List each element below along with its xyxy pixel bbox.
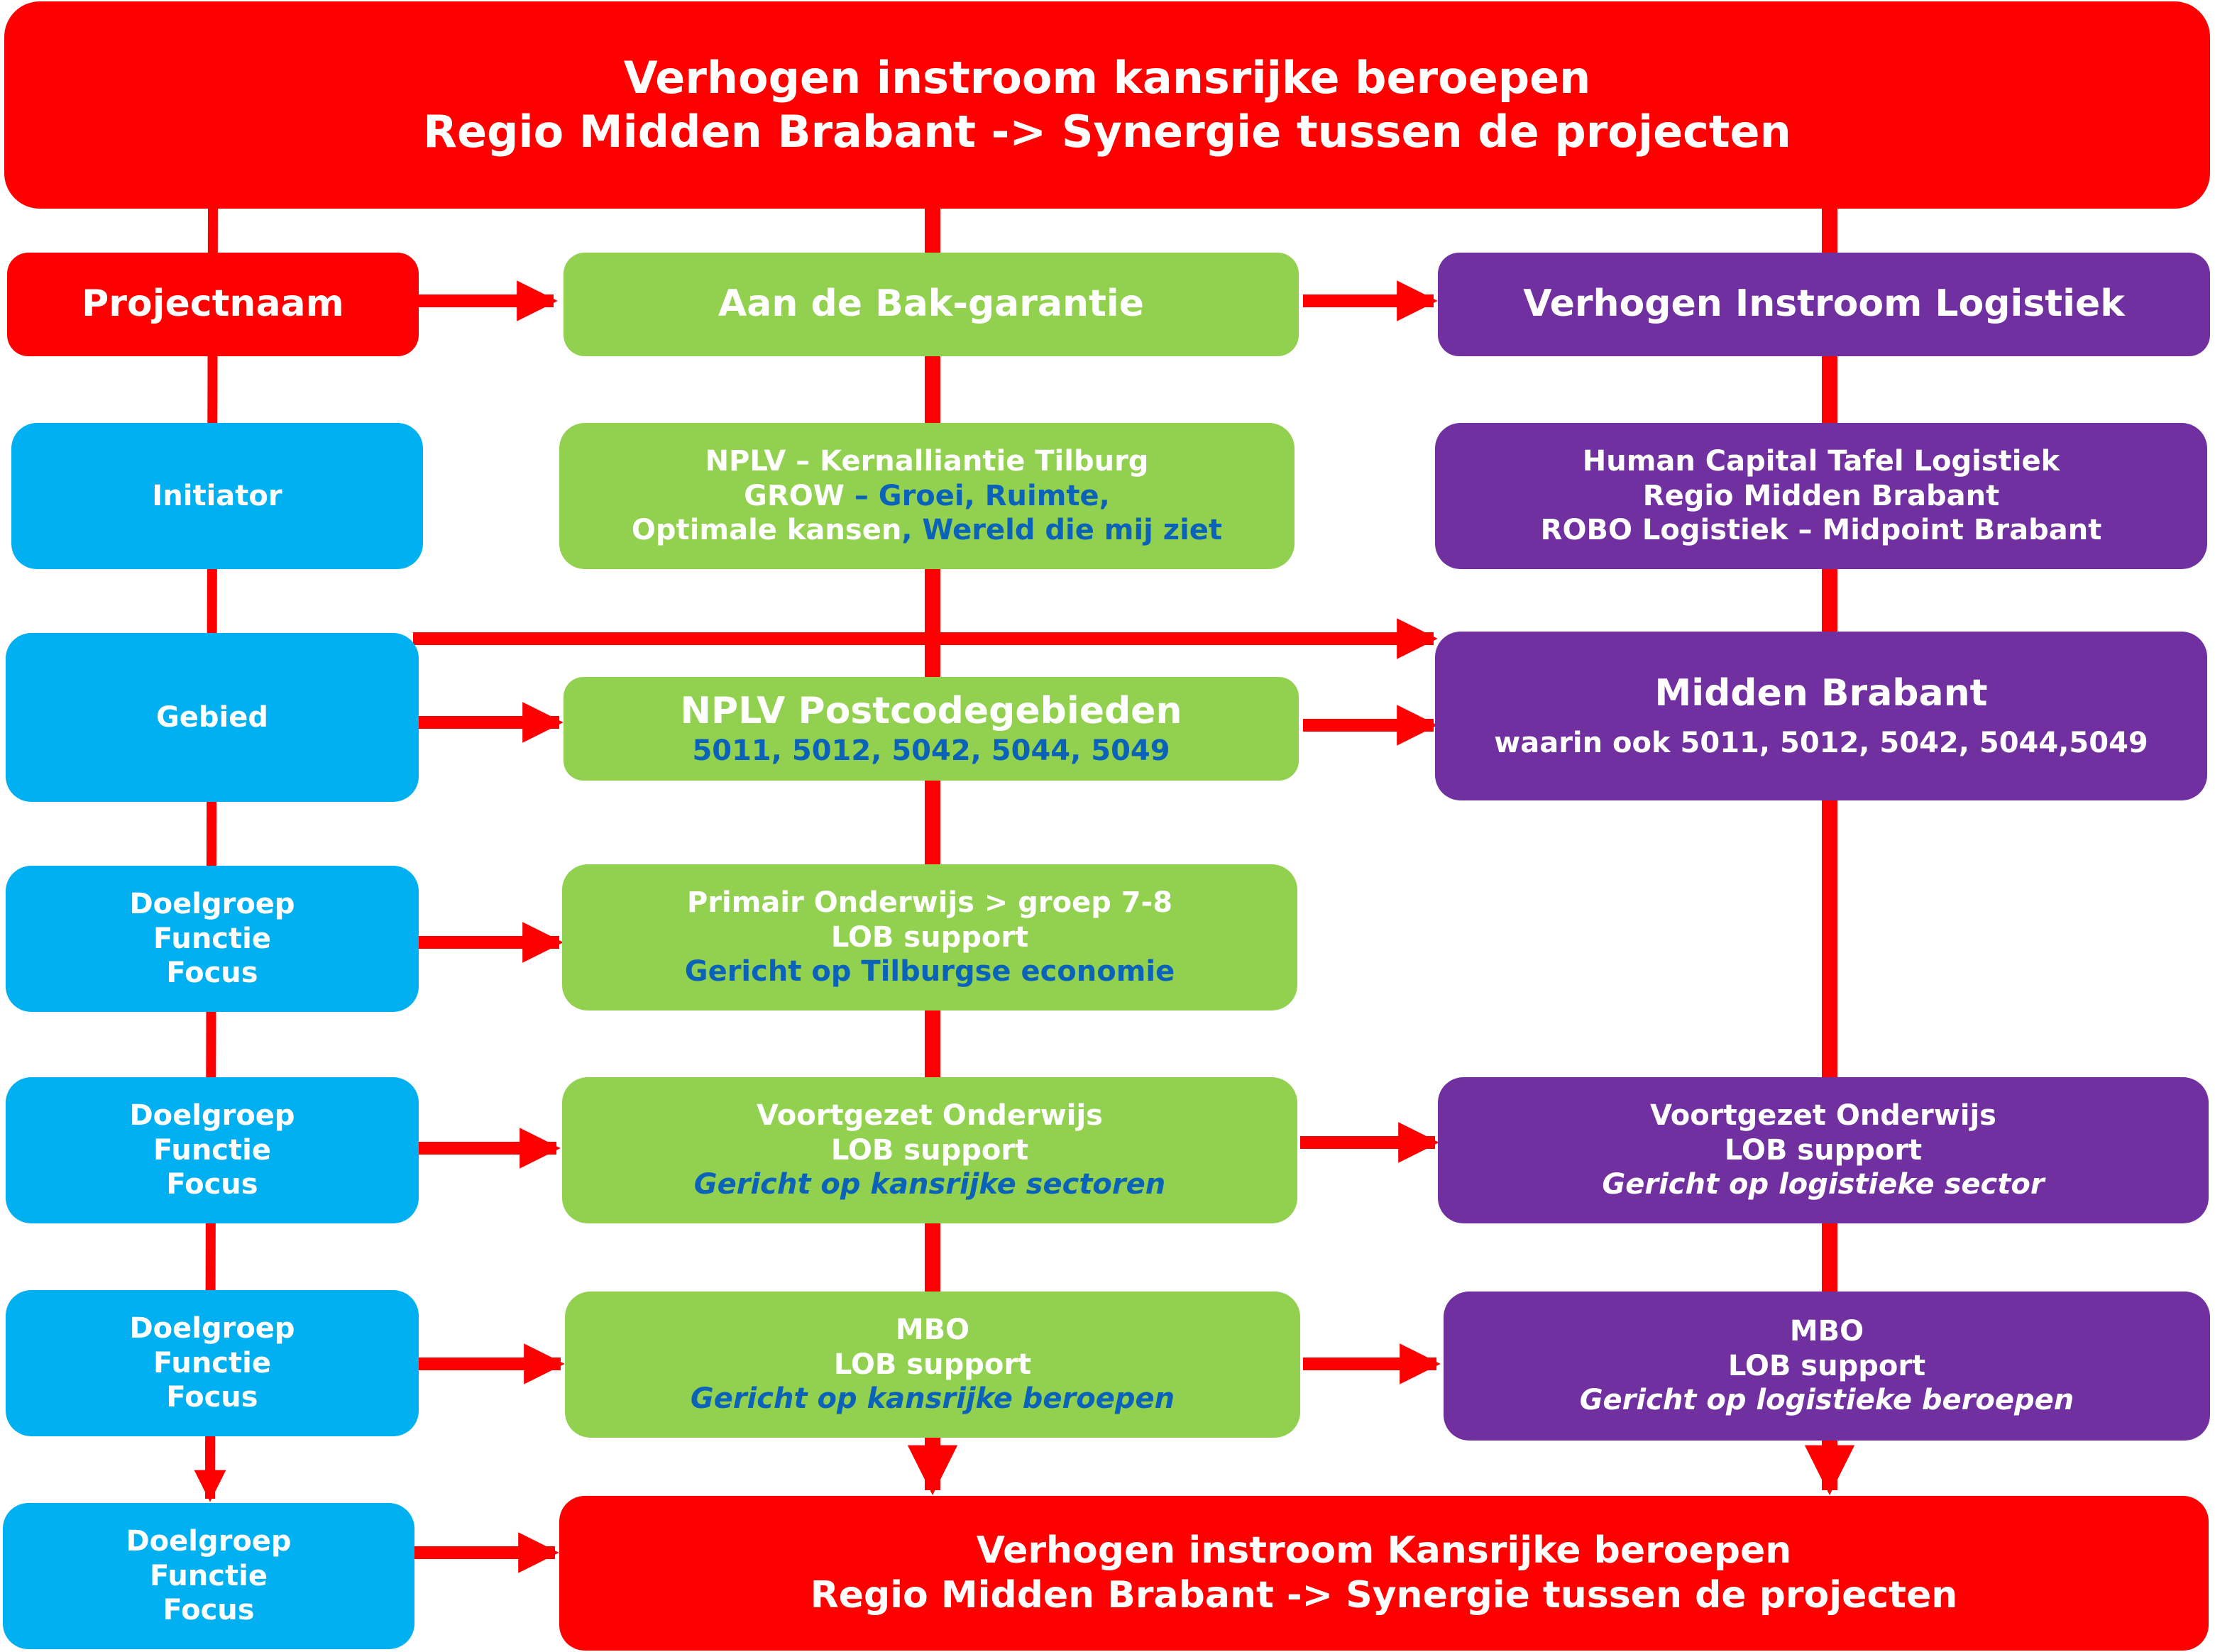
purple-initiator-line1: Human Capital Tafel Logistiek — [1582, 444, 2060, 478]
label-doelgroep-po: Doelgroep Functie Focus — [6, 866, 419, 1012]
label-functie: Functie — [153, 1133, 271, 1167]
label-doelgroep: Doelgroep — [129, 1098, 295, 1132]
footer-line2: Regio Midden Brabant -> Synergie tussen … — [810, 1574, 1958, 1617]
green-gebied-line1: NPLV Postcodegebieden — [680, 689, 1182, 732]
green-vo-line3: Gericht op kansrijke sectoren — [693, 1168, 1166, 1201]
green-po-line3: Gericht op Tilburgse economie — [684, 955, 1175, 989]
purple-gebied: Midden Brabant waarin ook 5011, 5012, 50… — [1435, 632, 2207, 800]
green-mbo-line1: MBO — [895, 1313, 970, 1346]
purple-gebied-line1: Midden Brabant — [1654, 671, 1988, 715]
purple-vo-line3: Gericht op logistieke sector — [1602, 1168, 2045, 1201]
green-gebied: NPLV Postcodegebieden 5011, 5012, 5042, … — [564, 677, 1299, 781]
label-focus: Focus — [166, 957, 258, 990]
purple-vo-line2: LOB support — [1724, 1133, 1923, 1167]
green-initiator-line1: NPLV – Kernalliantie Tilburg — [705, 444, 1149, 478]
green-mbo: MBO LOB support Gericht op kansrijke ber… — [565, 1292, 1300, 1438]
purple-initiator-line3: ROBO Logistiek – Midpoint Brabant — [1540, 514, 2102, 547]
label-doelgroep-final: Doelgroep Functie Focus — [3, 1503, 414, 1649]
label-doelgroep-mbo: Doelgroep Functie Focus — [6, 1290, 419, 1436]
green-vo-line1: Voortgezet Onderwijs — [757, 1098, 1103, 1132]
purple-mbo-line1: MBO — [1789, 1314, 1864, 1348]
green-po-line2: LOB support — [830, 920, 1029, 954]
label-functie: Functie — [153, 922, 271, 955]
label-functie: Functie — [153, 1346, 271, 1380]
green-vo-line2: LOB support — [830, 1133, 1029, 1167]
label-initiator-text: Initiator — [152, 479, 282, 512]
header-title-line2: Regio Midden Brabant -> Synergie tussen … — [423, 106, 1791, 158]
green-initiator-line3-blue: , Wereld die mij ziet — [901, 514, 1223, 547]
green-initiator-line2: GROW – Groei, Ruimte, — [744, 479, 1110, 514]
label-doelgroep: Doelgroep — [129, 1311, 295, 1345]
project-purple-name: Verhogen Instroom Logistiek — [1438, 253, 2210, 356]
footer-line1: Verhogen instroom Kansrijke beroepen — [976, 1529, 1792, 1572]
project-purple-name-text: Verhogen Instroom Logistiek — [1523, 282, 2125, 326]
label-focus: Focus — [163, 1594, 255, 1627]
green-initiator: NPLV – Kernalliantie Tilburg GROW – Groe… — [559, 423, 1295, 569]
label-functie: Functie — [150, 1559, 268, 1592]
header-title-line1: Verhogen instroom kansrijke beroepen — [623, 52, 1591, 104]
green-gebied-line2: 5011, 5012, 5042, 5044, 5049 — [692, 734, 1170, 768]
purple-mbo: MBO LOB support Gericht op logistieke be… — [1444, 1292, 2210, 1441]
green-initiator-line3: Optimale kansen, Wereld die mij ziet — [632, 513, 1222, 548]
label-projectnaam: Projectnaam — [7, 253, 419, 356]
project-green-name-text: Aan de Bak-garantie — [718, 282, 1144, 326]
green-vo: Voortgezet Onderwijs LOB support Gericht… — [562, 1077, 1297, 1223]
green-po: Primair Onderwijs > groep 7-8 LOB suppor… — [562, 864, 1297, 1011]
label-gebied-text: Gebied — [155, 700, 269, 734]
label-doelgroep-vo: Doelgroep Functie Focus — [6, 1077, 419, 1223]
purple-mbo-line3: Gericht op logistieke beroepen — [1579, 1384, 2074, 1417]
purple-mbo-line2: LOB support — [1727, 1349, 1926, 1382]
label-focus: Focus — [166, 1381, 258, 1414]
green-po-line1: Primair Onderwijs > groep 7-8 — [686, 886, 1173, 919]
project-green-name: Aan de Bak-garantie — [564, 253, 1299, 356]
green-mbo-line2: LOB support — [833, 1348, 1032, 1381]
purple-gebied-line2: waarin ook 5011, 5012, 5042, 5044,5049 — [1494, 727, 2148, 760]
trunk-left — [205, 205, 218, 1492]
label-doelgroep: Doelgroep — [126, 1524, 292, 1558]
header-banner: Verhogen instroom kansrijke beroepen Reg… — [4, 1, 2210, 209]
green-initiator-line2-blue: – Groei, Ruimte, — [854, 479, 1110, 512]
label-focus: Focus — [166, 1168, 258, 1201]
label-gebied: Gebied — [6, 633, 419, 802]
green-mbo-line3: Gericht op kansrijke beroepen — [690, 1382, 1175, 1416]
footer-banner: Verhogen instroom Kansrijke beroepen Reg… — [559, 1496, 2209, 1651]
label-initiator: Initiator — [11, 423, 423, 569]
purple-vo: Voortgezet Onderwijs LOB support Gericht… — [1438, 1077, 2209, 1223]
purple-initiator-line2: Regio Midden Brabant — [1642, 479, 2000, 512]
green-initiator-line3-white: Optimale kansen — [631, 514, 902, 547]
purple-vo-line1: Voortgezet Onderwijs — [1650, 1098, 1996, 1132]
label-projectnaam-text: Projectnaam — [82, 282, 344, 326]
label-doelgroep: Doelgroep — [129, 887, 295, 920]
purple-initiator: Human Capital Tafel Logistiek Regio Midd… — [1435, 423, 2207, 569]
green-initiator-line2-white: GROW — [744, 479, 854, 512]
